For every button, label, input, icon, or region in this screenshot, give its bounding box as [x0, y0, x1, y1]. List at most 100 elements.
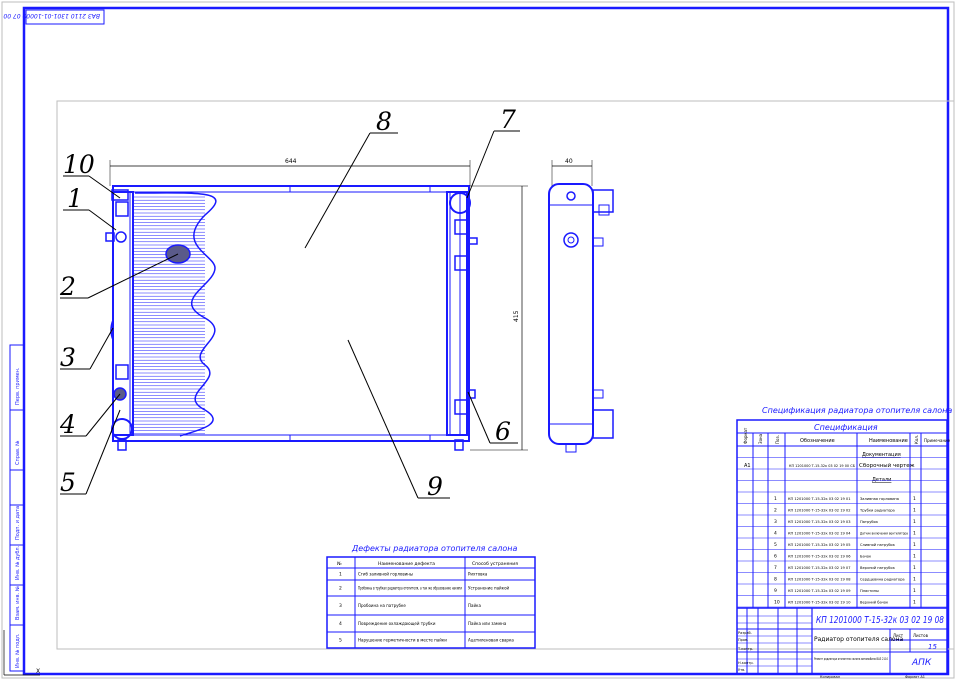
spec-row-designation: КП 1201000 Т-15-32к 03 02 19 04: [788, 532, 851, 536]
spec-row-pos: 5: [774, 542, 777, 548]
bottom-left-label: Копировал: [820, 675, 840, 679]
callout-4: 4: [59, 410, 76, 439]
view-frame: [56, 100, 955, 650]
defects-h2: Способ устранения: [472, 561, 518, 567]
dim-side-width: 40: [565, 158, 573, 165]
role-4: Утв.: [738, 668, 745, 672]
defect-row-no: 4: [339, 621, 342, 627]
spec-row-pos: 9: [774, 588, 777, 594]
spec-h-zone: Зона: [758, 433, 763, 444]
defect-row-name: Нарушение герметичности в месте пайки: [358, 638, 447, 643]
defects-h0: №: [337, 561, 342, 567]
title-sheet-count: 15: [928, 643, 937, 651]
callout-1: 1: [67, 184, 83, 213]
spec-row-qty: 1: [913, 565, 916, 571]
defects-title: Дефекты радиатора отопителя салона: [351, 544, 517, 553]
spec-row-qty: 1: [913, 508, 916, 514]
spec-row-designation: КП 1201000 Т-15-32к 03 02 19 09: [788, 589, 851, 593]
spec-row-name: Пластины: [860, 589, 879, 593]
spec-row-pos: 6: [774, 554, 777, 560]
spec-row-designation: КП 1201000 Т-15-32к 03 02 19 07: [788, 566, 851, 570]
spec-h-designation: Обозначение: [800, 438, 835, 444]
callout-9: 9: [427, 472, 443, 501]
spec-subtitle: Спецификация: [814, 423, 878, 432]
spec-row-pos: 10: [774, 600, 780, 606]
defect-row-name: Повреждение охлаждающей трубки: [358, 621, 436, 626]
specification: Спецификация радиатора отопителя салона …: [736, 406, 952, 675]
defect-row-name: Пробоина на патрубке: [358, 603, 406, 608]
top-code: ВАЗ 2110 1301-01-10000 07 00: [3, 12, 100, 19]
spec-row-qty: 1: [913, 554, 916, 560]
title-sheet-label: Лист: [893, 633, 904, 638]
strip-label-6: Инв. № подл.: [15, 633, 21, 668]
defect-row-no: 5: [339, 638, 342, 644]
spec-row-name: Верхний патрубок: [860, 566, 896, 570]
spec-h-format: Формат: [743, 427, 748, 444]
spec-row-pos: 2: [774, 508, 777, 514]
title-name-sub: Ремонт радиатора отопителя салона автомо…: [814, 657, 888, 661]
spec-section-docs: Документация: [862, 452, 901, 458]
spec-row-name: Верхний бачок: [860, 601, 889, 605]
title-code: КП 1201000 Т-15-32к 03 02 19 08: [816, 615, 944, 626]
dim-height: 415: [513, 310, 520, 322]
spec-row-name: Датчик включения вентилятора: [860, 532, 908, 536]
spec-row-qty: 1: [913, 577, 916, 583]
defect-row-no: 3: [339, 603, 342, 609]
spec-row-pos: 8: [774, 577, 777, 583]
callout-2: 2: [59, 272, 76, 301]
radiator-front-view: [105, 185, 478, 451]
axis-marker: X: [3, 630, 40, 676]
strip-label-3: Инв. № дубл.: [15, 545, 21, 580]
defect-row-fix: Ацетиленовая сварка: [468, 638, 514, 643]
spec-h-pos: Поз.: [775, 435, 780, 444]
callout-8: 8: [376, 107, 392, 136]
defect-row-no: 2: [339, 586, 342, 592]
strip-label-1: Справ. №: [15, 440, 21, 465]
spec-row-pos: 7: [774, 565, 777, 571]
radiator-fins: [134, 196, 205, 435]
title-sheets-label: Листов: [913, 633, 929, 638]
defect-row-fix: Пайка: [468, 603, 481, 608]
strip-label-4: Взам. инв. №: [15, 585, 21, 620]
dim-width: 644: [285, 158, 297, 165]
spec-row-designation: КП 1201000 Т-15-32к 03 02 19 08: [788, 578, 851, 582]
spec-row-name: Заливная горловина: [860, 497, 899, 501]
callout-5: 5: [60, 468, 76, 497]
spec-row-designation: КП 1201000 Т-15-32к 03 02 19 05: [788, 543, 851, 547]
callout-6: 6: [495, 417, 511, 446]
spec-h-note: Примечание: [924, 438, 951, 443]
spec-doc-designation: КП 1201000 Т-15-32к 03 02 19 00 СБ: [789, 464, 856, 468]
spec-doc-format: А1: [744, 463, 751, 469]
spec-h-name: Наименование: [869, 438, 908, 444]
defect-row-fix: Пайка или замена: [468, 621, 507, 626]
spec-row-name: Трубки радиатора: [859, 509, 895, 513]
defect-row-fix: Устранение пайкой: [468, 586, 510, 591]
role-1: Пров.: [738, 638, 748, 642]
role-2: Т.контр.: [737, 647, 753, 651]
left-strip: Перв. примен. Справ. № Подп. и дата Инв.…: [9, 344, 25, 672]
title-block: КП 1201000 Т-15-32к 03 02 19 08 Радиатор…: [737, 607, 947, 679]
spec-row-pos: 4: [774, 531, 777, 537]
spec-row-qty: 1: [913, 531, 916, 537]
bottom-right-label: Формат А1: [905, 675, 925, 679]
radiator-side-view: [548, 183, 614, 453]
callout-3: 3: [60, 343, 76, 372]
callout-leaders: [60, 130, 520, 499]
spec-row-name: Патрубок: [860, 520, 879, 524]
defect-row-name: Сгиб заливной горловины: [358, 572, 413, 577]
spec-row-name: Сливной патрубок: [860, 543, 896, 547]
inner-frame: [22, 6, 950, 676]
svg-text:X: X: [36, 668, 40, 675]
spec-row-pos: 3: [774, 519, 777, 525]
role-3: Н.контр.: [738, 661, 754, 665]
spec-doc-name: Сборочный чертеж: [859, 462, 915, 469]
callout-10: 10: [63, 150, 95, 179]
spec-section-parts: Детали: [872, 477, 891, 483]
spec-row-qty: 1: [913, 542, 916, 548]
callout-7: 7: [500, 105, 516, 134]
spec-row-qty: 1: [913, 496, 916, 502]
title-name: Радиатор отопителя салона: [814, 636, 904, 643]
spec-h-qty: Кол.: [914, 435, 919, 444]
defect-row-no: 1: [339, 572, 342, 578]
